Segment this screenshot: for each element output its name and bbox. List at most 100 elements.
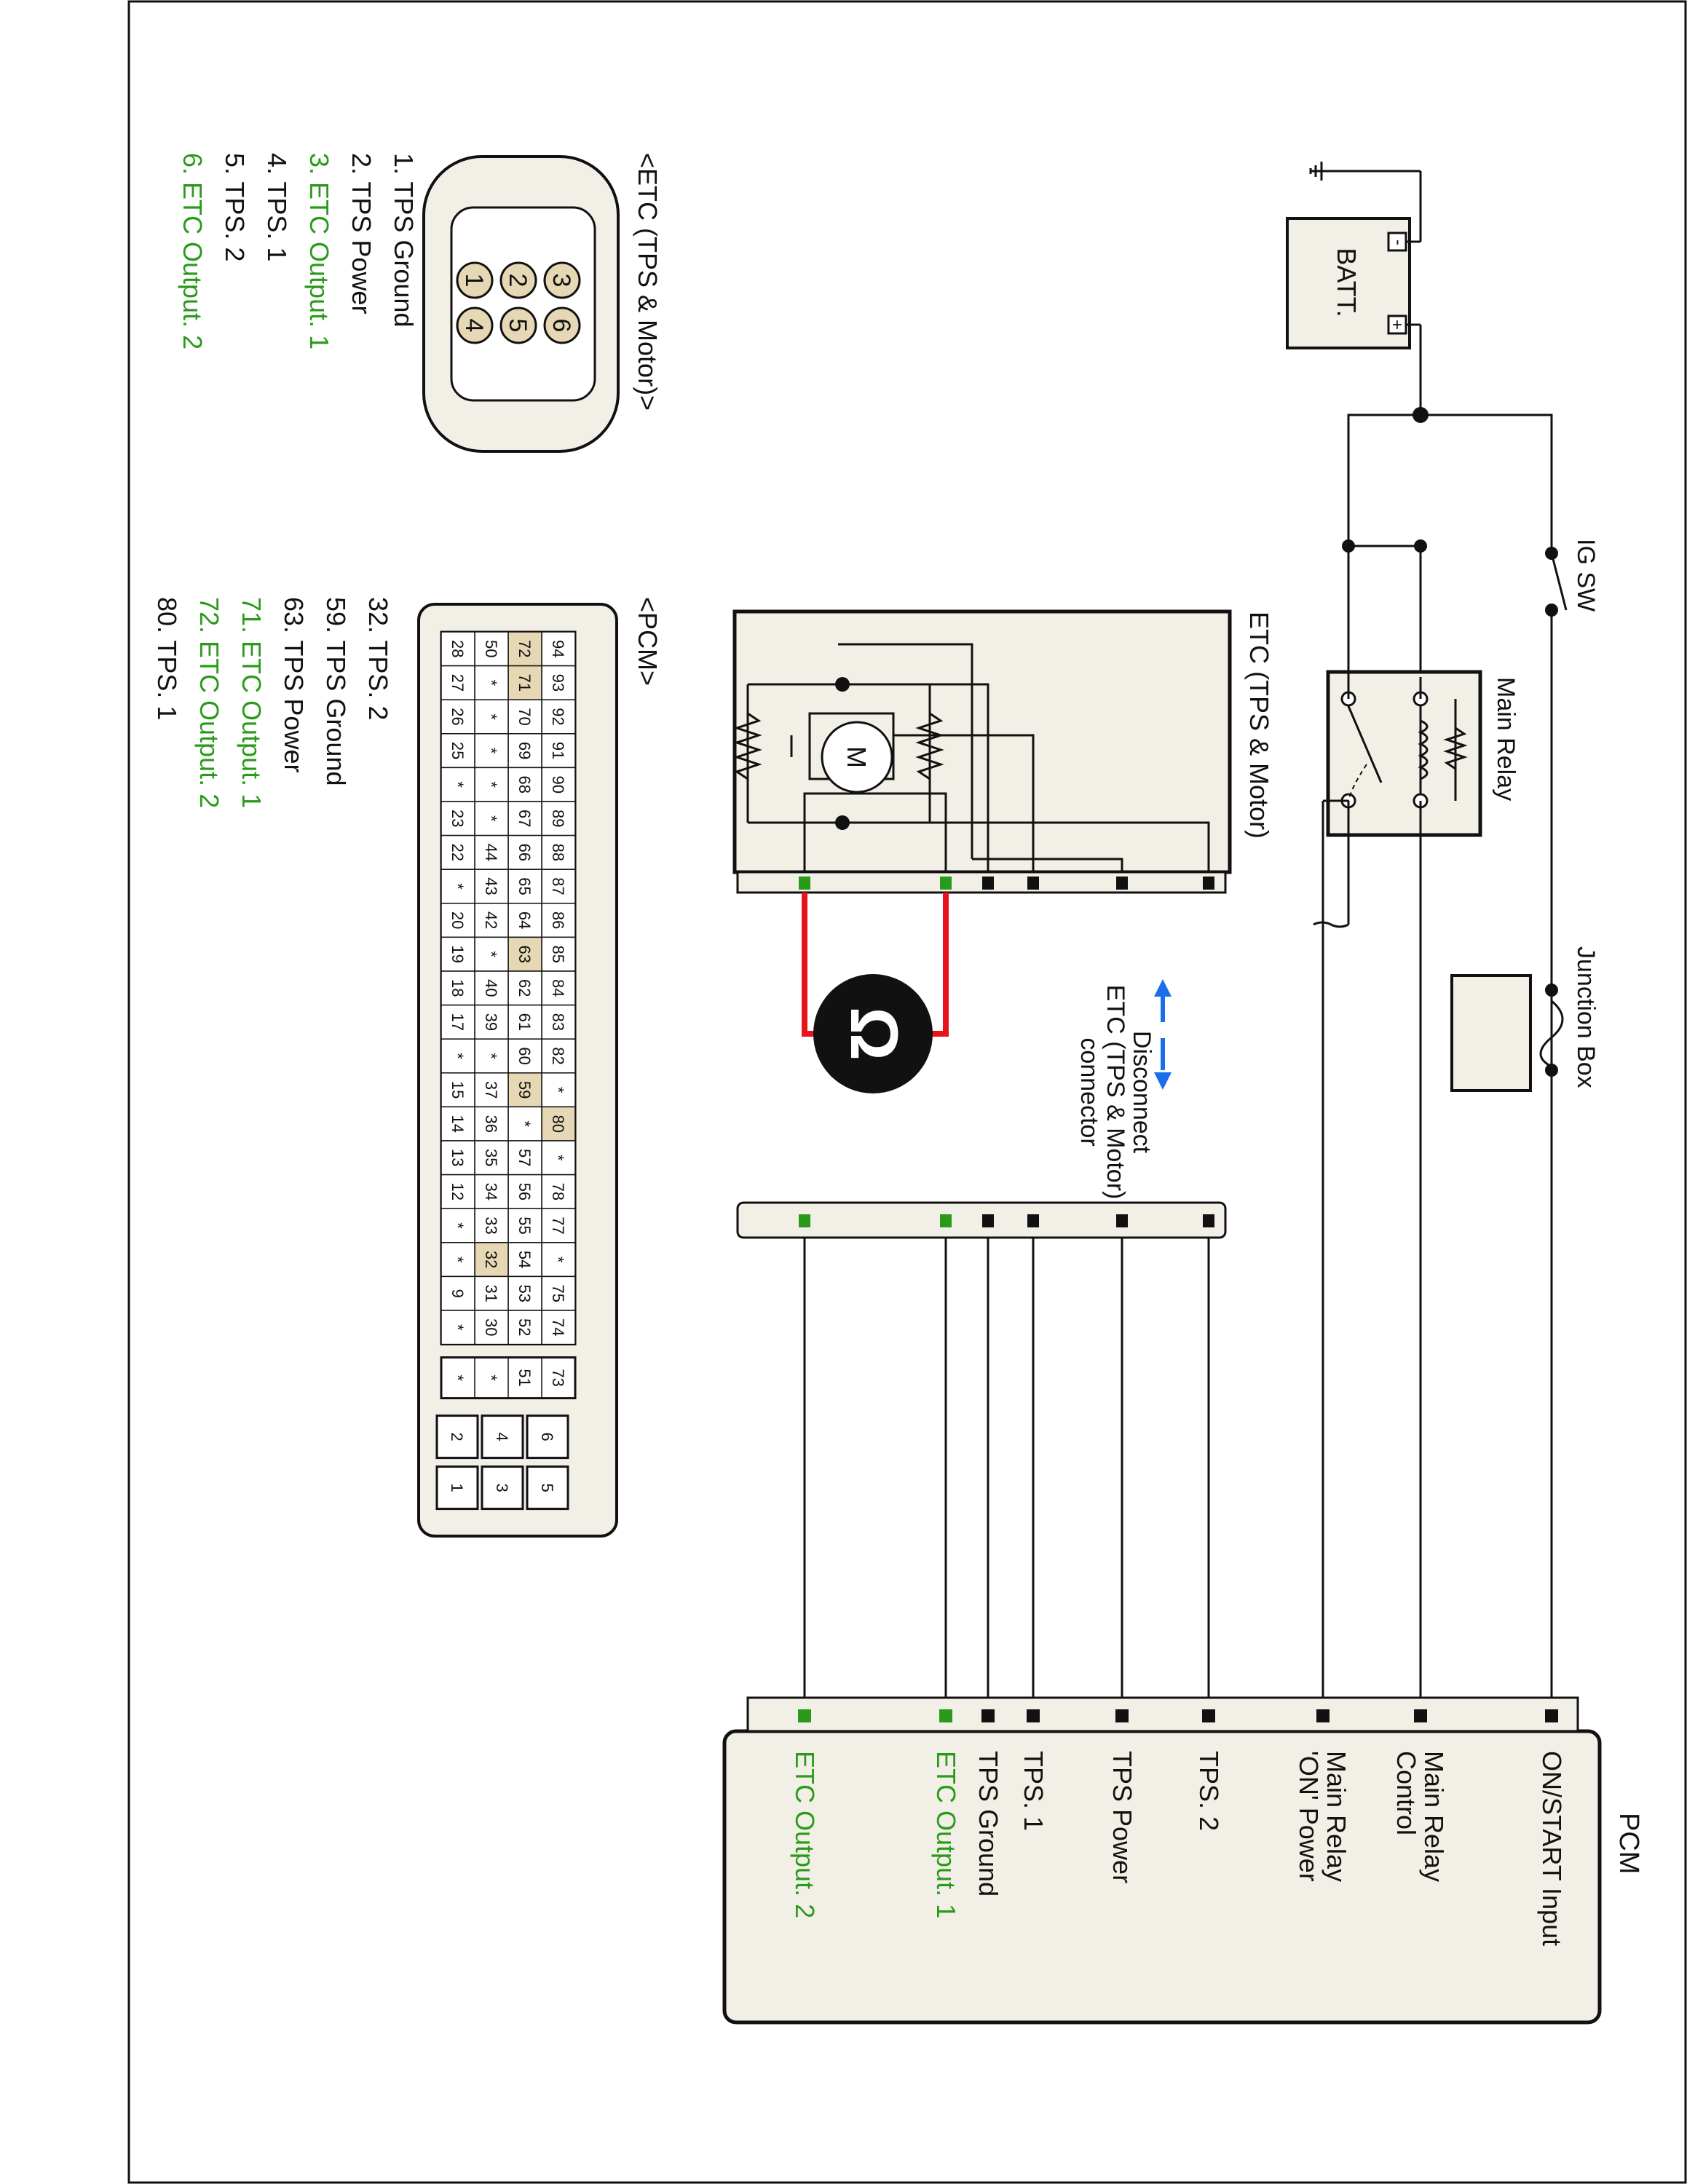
pcm-pin-number: 87 — [549, 877, 567, 895]
pcm-pin-number: 2 — [448, 1432, 466, 1441]
pcm-pin-number: 37 — [482, 1081, 500, 1099]
pcm-pin-number: * — [449, 1257, 467, 1263]
pcm-module: PCM — [722, 1696, 1644, 2025]
pcm-pin-number: 31 — [482, 1284, 500, 1302]
pcm-pin-number: 82 — [549, 1047, 567, 1064]
pcm-pin-number: 9 — [449, 1289, 467, 1298]
pcm-legend-item: 72. ETC Output. 2 — [194, 597, 224, 808]
pcm-legend-item: 63. TPS Power — [279, 597, 309, 772]
pcm-pin-cell — [440, 1310, 475, 1345]
pcm-pin-number: 55 — [515, 1216, 534, 1234]
pcm-pin-cell — [481, 1415, 524, 1460]
motor-icon — [821, 721, 893, 794]
pcm-pin-number: 74 — [549, 1318, 567, 1336]
pcm-pin-cell — [526, 1465, 569, 1511]
pcm-pin-number: 40 — [482, 979, 500, 997]
ground-symbol — [1309, 162, 1421, 181]
connector-pin — [1027, 1214, 1039, 1227]
pcm-legend-item: 59. TPS Ground — [321, 597, 351, 786]
pcm-pin-number: 14 — [449, 1115, 467, 1132]
pcm-pin-terminal — [798, 1709, 811, 1722]
pcm-pin-terminal — [1202, 1709, 1215, 1722]
pcm-pin-number: 75 — [549, 1284, 567, 1302]
pcm-pin-number: 36 — [482, 1115, 500, 1132]
pcm-pin-number: 1 — [448, 1483, 466, 1492]
etc-legend-item: 6. ETC Output. 2 — [178, 153, 208, 349]
pcm-pin-number: 18 — [449, 979, 467, 997]
pcm-pin-number: 54 — [515, 1251, 534, 1268]
etc-connector-pin-number: 4 — [460, 319, 488, 333]
etc-connector-pin-number: 3 — [548, 274, 575, 288]
pcm-pin-number: * — [449, 1222, 467, 1229]
connector-pin — [1027, 877, 1039, 890]
pcm-pin-number: 66 — [515, 844, 534, 861]
connector-pin — [799, 877, 810, 890]
pcm-pin-cell — [526, 1415, 569, 1460]
svg-text:+: + — [1387, 320, 1407, 330]
pcm-legend-item: 80. TPS. 1 — [152, 597, 182, 720]
pcm-pin-number: 92 — [549, 708, 567, 725]
pcm-pin-number: * — [449, 1053, 467, 1059]
etc-connector-pin — [499, 306, 537, 344]
etc-module-label: ETC (TPS & Motor) — [1244, 612, 1274, 839]
pcm-pin-cell — [435, 1465, 479, 1511]
pcm-pin-number: 85 — [549, 945, 567, 962]
pcm-pin-number: 60 — [515, 1047, 534, 1064]
pcm-pin-number: 64 — [515, 911, 534, 929]
pcm-pin-number: 27 — [449, 674, 467, 692]
connector-pin — [1116, 877, 1128, 890]
connector-pin — [1203, 1214, 1214, 1227]
pcm-pin-label: TPS Ground — [973, 1751, 1003, 1896]
etc-connector-pin-number: 1 — [460, 274, 488, 288]
pcm-pin-number: 26 — [449, 708, 467, 725]
pcm-pin-terminal — [981, 1709, 995, 1722]
pcm-pin-number: * — [482, 748, 500, 754]
pcm-pin-number: 88 — [549, 844, 567, 861]
connector-pin — [940, 1214, 952, 1227]
pcm-pin-number: * — [449, 1324, 467, 1331]
pcm-pin-label: Main Relay — [1419, 1751, 1449, 1882]
etc-legend-item: 2. TPS Power — [347, 153, 376, 314]
pcm-pin-number: * — [515, 1120, 534, 1127]
pcm-pin-number: 57 — [515, 1149, 534, 1166]
etc-connector-pin-number: 2 — [504, 274, 532, 288]
pcm-pin-number: 94 — [549, 640, 567, 657]
pcm-pin-number: 33 — [482, 1216, 500, 1234]
pcm-pin-number: 20 — [449, 911, 467, 929]
pcm-pin-number: 12 — [449, 1183, 467, 1200]
pcm-pin-number: 53 — [515, 1284, 534, 1302]
pcm-pin-number: 65 — [515, 877, 534, 895]
pcm-pin-label: ETC Output. 1 — [931, 1751, 961, 1918]
pcm-pin-number: 34 — [482, 1183, 500, 1200]
pcm-pin-number: 35 — [482, 1149, 500, 1166]
pcm-pin-number: 6 — [538, 1432, 556, 1441]
pcm-pin-number: 73 — [549, 1369, 567, 1386]
etc-legend-item: 4. TPS. 1 — [262, 153, 292, 261]
pcm-pin-number: 23 — [449, 810, 467, 827]
connector-pin — [982, 1214, 994, 1227]
pcm-pin-terminal — [939, 1709, 952, 1722]
disconnect-note: ETC (TPS & Motor) — [1102, 985, 1129, 1200]
pcm-pin-number: 3 — [493, 1483, 511, 1492]
pcm-pin-number: 30 — [482, 1318, 500, 1336]
pcm-pin-terminal — [1115, 1709, 1129, 1722]
pcm-pin-number: 5 — [538, 1483, 556, 1492]
pcm-pin-number: 22 — [449, 844, 467, 861]
pcm-pin-number: 91 — [549, 742, 567, 759]
connector-pin — [1203, 877, 1214, 890]
junction-box: Junction Box — [1450, 946, 1600, 1092]
etc-module-connector — [736, 871, 1227, 894]
pcm-pin-number: * — [482, 815, 500, 822]
pcm-pin-number: 44 — [482, 844, 500, 861]
etc-connector-pin — [543, 261, 581, 299]
pcm-pin-number: 56 — [515, 1183, 534, 1200]
etc-legend-item: 3. ETC Output. 1 — [304, 153, 334, 349]
pcm-pin-number: 72 — [515, 640, 534, 657]
pcm-pin-number: 19 — [449, 945, 467, 962]
connector-pin — [1116, 1214, 1128, 1227]
page-frame — [127, 0, 1687, 2184]
pcm-pin-label: ETC Output. 2 — [790, 1751, 820, 1918]
